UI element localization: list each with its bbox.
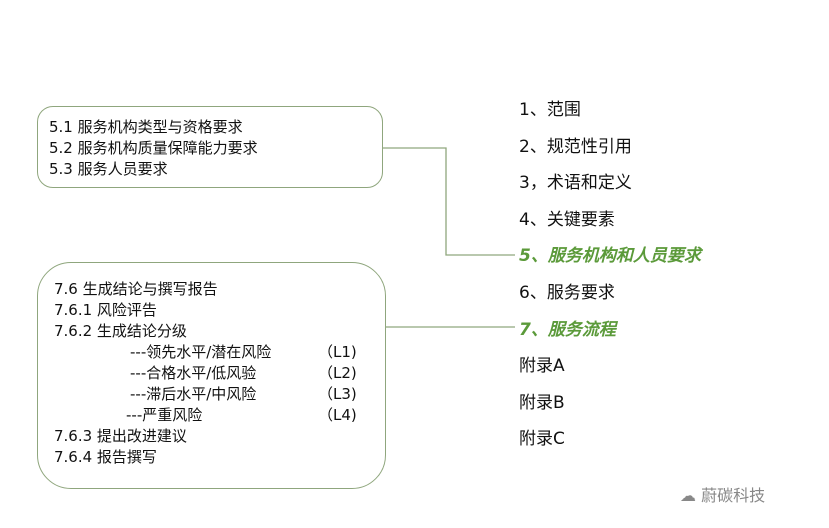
box-line: 5.2 服务机构质量保障能力要求 — [49, 139, 258, 157]
box-line: 7.6.3 提出改进建议 — [54, 427, 187, 445]
toc-item: 附录A — [519, 356, 565, 377]
table-of-contents: 1、范围 2、规范性引用 3，术语和定义 4、关键要素 5、服务机构和人员要求 … — [519, 97, 701, 463]
chapter5-detail-box: 5.1 服务机构类型与资格要求 5.2 服务机构质量保障能力要求 5.3 服务人… — [37, 106, 383, 188]
chapter7-detail-box: 7.6 生成结论与撰写报告 7.6.1 风险评告 7.6.2 生成结论分级 --… — [37, 262, 386, 489]
toc-item: 附录B — [519, 392, 565, 413]
wechat-icon: ☁ — [680, 486, 702, 505]
toc-item: 1、范围 — [519, 100, 581, 120]
level-row: ---领先水平/潜在风险 （L1) — [54, 342, 385, 363]
toc-item: 6、服务要求 — [519, 282, 615, 303]
toc-item-highlighted: 7、服务流程 — [519, 319, 616, 340]
toc-item: 2、规范性引用 — [519, 136, 632, 157]
level-label: ---严重风险 — [126, 406, 203, 424]
toc-item: 4、关键要素 — [519, 209, 615, 230]
watermark-text: 蔚碳科技 — [701, 486, 766, 505]
level-code: （L1) — [318, 343, 357, 361]
box-line: 7.6.1 风险评告 — [54, 301, 157, 319]
level-label: ---合格水平/低风验 — [130, 364, 257, 382]
level-code: （L4) — [318, 406, 357, 424]
toc-item: 3，术语和定义 — [519, 173, 632, 194]
level-code: （L3) — [318, 385, 357, 403]
level-row: ---合格水平/低风验 （L2) — [54, 363, 385, 384]
box-line: 5.1 服务机构类型与资格要求 — [49, 118, 243, 136]
connector-chapter5 — [383, 147, 515, 256]
box-line: 7.6 生成结论与撰写报告 — [54, 280, 218, 298]
box-line: 5.3 服务人员要求 — [49, 160, 168, 178]
level-row: ---严重风险 （L4) — [54, 405, 385, 426]
toc-item: 附录C — [519, 429, 565, 450]
box-line: 7.6.2 生成结论分级 — [54, 322, 187, 340]
level-row: ---滞后水平/中风险 （L3) — [54, 384, 385, 405]
level-code: （L2) — [318, 364, 357, 382]
box-line: 7.6.4 报告撰写 — [54, 448, 157, 466]
toc-item-highlighted: 5、服务机构和人员要求 — [519, 246, 701, 267]
level-label: ---领先水平/潜在风险 — [130, 343, 272, 361]
level-label: ---滞后水平/中风险 — [130, 385, 257, 403]
watermark: ☁ 蔚碳科技 — [680, 482, 765, 506]
